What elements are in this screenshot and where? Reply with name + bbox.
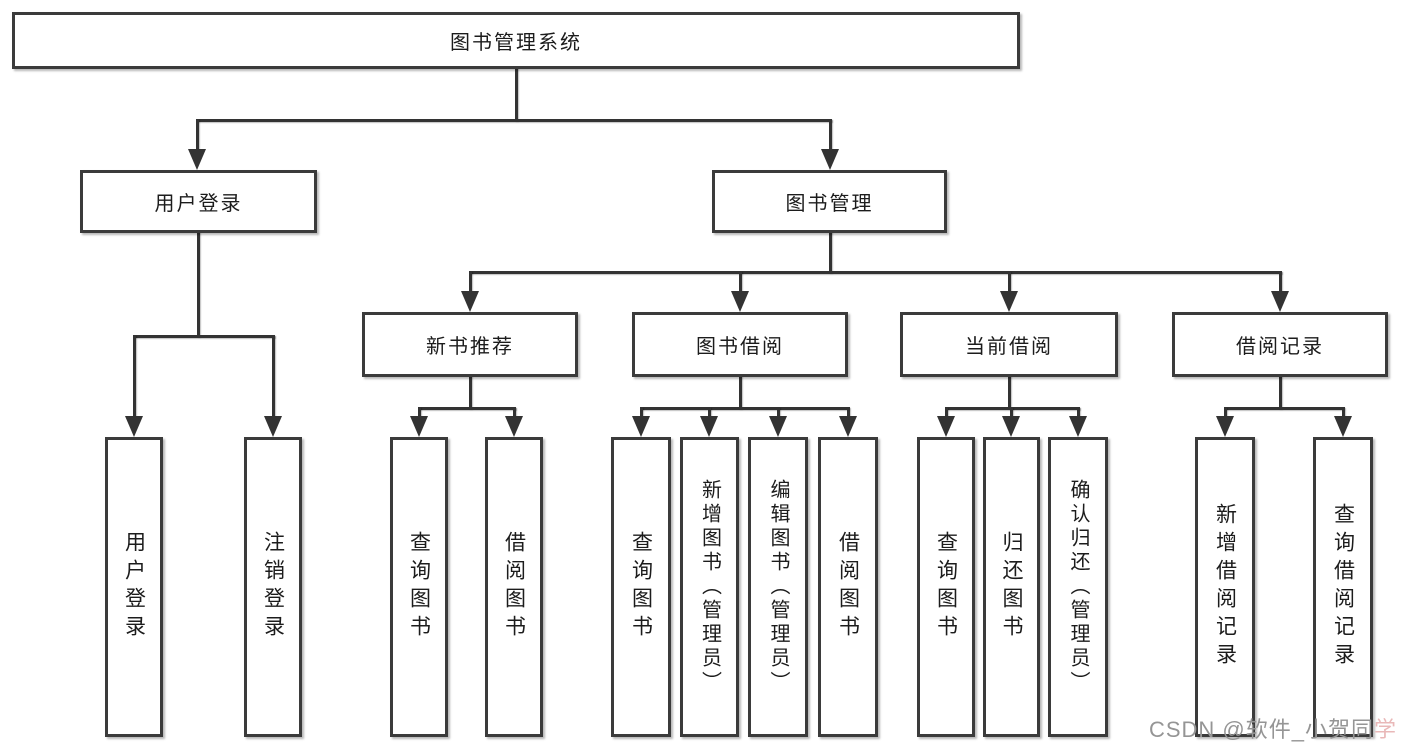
connector-borrowing-stem xyxy=(738,375,742,409)
connector-arrow-shaft xyxy=(512,407,516,418)
leaf-label: 借阅图书 xyxy=(502,531,526,643)
connector-arrow-shaft xyxy=(738,271,742,293)
node-borrowing-records: 借阅记录 xyxy=(1172,312,1388,377)
leaf-records-query-record: 查询借阅记录 xyxy=(1313,437,1373,737)
leaf-current-query-books: 查询图书 xyxy=(917,437,975,737)
connector-level1-rail xyxy=(195,119,832,122)
connector-arrow-shaft xyxy=(1007,271,1011,293)
leaf-current-return-books: 归还图书 xyxy=(983,437,1040,737)
arrow-down-icon xyxy=(1334,416,1352,437)
node-book-borrowing: 图书借阅 xyxy=(632,312,848,377)
arrow-down-icon xyxy=(1271,291,1289,312)
connector-arrow-shaft xyxy=(271,335,275,418)
arrow-down-icon xyxy=(731,291,749,312)
connector-bookmgmt-stem xyxy=(828,231,832,273)
node-label: 借阅记录 xyxy=(1236,336,1324,358)
arrow-down-icon xyxy=(125,416,143,437)
watermark-text: CSDN @软件_小贺同 xyxy=(1148,717,1374,742)
connector-recommend-stem xyxy=(468,375,472,409)
connector-arrow-shaft xyxy=(1341,407,1345,418)
arrow-down-icon xyxy=(461,291,479,312)
leaf-label: 新增借阅记录 xyxy=(1213,503,1237,671)
connector-arrow-shaft xyxy=(846,407,850,418)
leaf-label: 归还图书 xyxy=(1000,531,1023,643)
node-current-borrowing: 当前借阅 xyxy=(900,312,1118,377)
connector-arrow-shaft xyxy=(1278,271,1282,293)
arrow-down-icon xyxy=(700,416,718,437)
connector-arrow-shaft xyxy=(776,407,780,418)
connector-arrow-shaft xyxy=(468,271,472,293)
connector-arrow-shaft xyxy=(707,407,711,418)
arrow-down-icon xyxy=(937,416,955,437)
leaf-borrowing-query-books: 查询图书 xyxy=(611,437,671,737)
connector-borrowing-rail xyxy=(639,407,849,410)
leaf-records-add-record: 新增借阅记录 xyxy=(1195,437,1255,737)
arrow-down-icon xyxy=(1069,416,1087,437)
connector-recommend-rail xyxy=(417,407,516,410)
connector-arrow-shaft xyxy=(944,407,948,418)
node-book-management: 图书管理 xyxy=(712,170,947,233)
leaf-borrowing-add-books-admin: 新增图书（管理员） xyxy=(680,437,739,737)
connector-records-stem xyxy=(1278,375,1282,409)
leaf-label: 用户登录 xyxy=(122,531,146,643)
leaf-label: 查询图书 xyxy=(407,531,431,643)
node-user-login-branch: 用户登录 xyxy=(80,170,317,233)
arrow-down-icon xyxy=(769,416,787,437)
connector-userlogin-stem xyxy=(196,231,200,337)
leaf-label: 查询借阅记录 xyxy=(1331,503,1355,671)
leaf-borrowing-edit-books-admin: 编辑图书（管理员） xyxy=(748,437,808,737)
arrow-down-icon xyxy=(1216,416,1234,437)
node-new-book-recommend: 新书推荐 xyxy=(362,312,578,377)
connector-arrow-shaft xyxy=(1009,407,1013,418)
node-label: 新书推荐 xyxy=(426,336,514,358)
arrow-down-icon xyxy=(1002,416,1020,437)
leaf-label: 确认归还（管理员） xyxy=(1067,479,1089,695)
leaf-label: 借阅图书 xyxy=(836,531,860,643)
connector-arrow-shaft xyxy=(195,119,199,151)
arrow-down-icon xyxy=(821,149,839,170)
arrow-down-icon xyxy=(188,149,206,170)
node-label: 用户登录 xyxy=(154,193,243,215)
leaf-logout-login: 注销登录 xyxy=(244,437,302,737)
leaf-borrowing-borrow-books: 借阅图书 xyxy=(818,437,878,737)
leaf-recommend-borrow-books: 借阅图书 xyxy=(485,437,543,737)
watermark: CSDN @软件_小贺同学 xyxy=(1149,712,1397,744)
connector-arrow-shaft xyxy=(828,119,832,151)
connector-arrow-shaft xyxy=(1076,407,1080,418)
leaf-label: 编辑图书（管理员） xyxy=(767,479,789,695)
connector-records-rail xyxy=(1223,407,1344,410)
connector-level3-rail xyxy=(468,271,1282,274)
connector-root-stem xyxy=(514,67,518,121)
node-label: 图书借阅 xyxy=(696,336,784,358)
connector-arrow-shaft xyxy=(639,407,643,418)
leaf-label: 注销登录 xyxy=(261,531,285,643)
connector-userlogin-rail xyxy=(132,335,275,338)
leaf-current-confirm-return-admin: 确认归还（管理员） xyxy=(1048,437,1108,737)
arrow-down-icon xyxy=(410,416,428,437)
connector-arrow-shaft xyxy=(417,407,421,418)
connector-current-stem xyxy=(1007,375,1011,409)
arrow-down-icon xyxy=(839,416,857,437)
connector-arrow-shaft xyxy=(1223,407,1227,418)
leaf-label: 查询图书 xyxy=(934,531,958,643)
node-root-label: 图书管理系统 xyxy=(450,32,582,54)
leaf-label: 查询图书 xyxy=(629,531,653,643)
leaf-recommend-query-books: 查询图书 xyxy=(390,437,448,737)
leaf-user-login: 用户登录 xyxy=(105,437,163,737)
connector-arrow-shaft xyxy=(132,335,136,418)
arrow-down-icon xyxy=(505,416,523,437)
arrow-down-icon xyxy=(632,416,650,437)
node-label: 当前借阅 xyxy=(965,336,1053,358)
watermark-text-accent: 学 xyxy=(1373,717,1397,742)
arrow-down-icon xyxy=(264,416,282,437)
node-label: 图书管理 xyxy=(785,193,874,215)
arrow-down-icon xyxy=(1000,291,1018,312)
node-root: 图书管理系统 xyxy=(12,12,1020,69)
leaf-label: 新增图书（管理员） xyxy=(698,479,721,695)
